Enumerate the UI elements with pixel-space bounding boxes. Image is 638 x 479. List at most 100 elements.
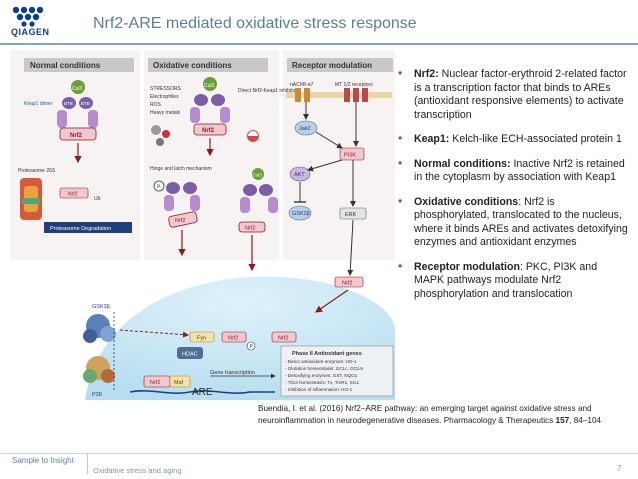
svg-text:Cul3: Cul3: [72, 86, 83, 92]
qiagen-logo: [8, 4, 52, 40]
footer-section: Oxidative stress and aging: [93, 466, 182, 475]
nrf2-pathway-figure: Normal conditions Oxidative conditions R…: [10, 50, 395, 400]
hdac-node: [177, 347, 203, 359]
phase2-gene-item: - Inhibition of inflammation: HO-1: [285, 387, 353, 392]
bullet-dot-icon: •: [398, 155, 403, 170]
svg-text:Fyn: Fyn: [197, 336, 206, 342]
svg-text:Electrophiles: Electrophiles: [150, 94, 179, 100]
footer-tagline: Sample to Insight: [12, 456, 74, 465]
phase2-gene-list: - Direct antioxidant enzymes: HO-1 - Glut…: [285, 359, 364, 392]
gsk3b-label-left: GSK3β: [92, 304, 110, 310]
panel-title-oxidative: Oxidative conditions: [153, 61, 232, 70]
header-bar: [0, 0, 638, 40]
svg-text:Nrf2: Nrf2: [245, 226, 255, 232]
dna-strand: [129, 390, 275, 394]
bullet-normal-conditions: •Normal conditions: Inactive Nrf2 is ret…: [398, 155, 625, 183]
svg-text:Keap1 dimer: Keap1 dimer: [24, 101, 53, 107]
svg-text:STRESSORS: STRESSORS: [150, 86, 182, 92]
svg-text:Nrf2: Nrf2: [70, 133, 83, 139]
svg-text:Maf: Maf: [174, 380, 184, 386]
svg-text:P: P: [157, 185, 161, 191]
bullet-receptor-modulation: •Receptor modulation: PKC, PI3K and MAPK…: [398, 258, 598, 300]
svg-text:Nrf2: Nrf2: [175, 218, 185, 224]
jak2-node: [294, 120, 318, 136]
footer-accent-line: [87, 454, 88, 474]
fyn-node: [189, 331, 215, 343]
erk-node: [339, 207, 367, 220]
svg-text:BTB: BTB: [81, 101, 90, 106]
svg-text:GSK3β: GSK3β: [292, 211, 310, 217]
svg-text:Nrf2: Nrf2: [68, 192, 78, 198]
svg-text:Ub: Ub: [94, 196, 101, 202]
p38-structure: [83, 356, 115, 383]
bullet-dot-icon: •: [398, 66, 403, 80]
bullet-dot-icon: •: [398, 193, 403, 208]
page-number: 7: [617, 464, 622, 473]
svg-text:PI3K: PI3K: [344, 153, 356, 159]
proteasome-degradation-bar: [44, 222, 132, 233]
gene-transcription-label: Gene transcription: [210, 370, 255, 376]
footer-divider: [0, 453, 638, 454]
svg-text:Nrf2: Nrf2: [342, 281, 352, 287]
hinge-complex-2: Cul3 Nrf2: [238, 168, 278, 233]
svg-text:Cul3: Cul3: [253, 173, 263, 178]
receptor-panel-bg: [283, 50, 395, 260]
nachr-label: nAChR-α7: [290, 82, 314, 88]
stressors-box: STRESSORS Electrophiles ROS Heavy metals: [150, 86, 182, 116]
pathway-diagram-svg: Normal conditions Oxidative conditions R…: [10, 50, 395, 400]
svg-text:AKT: AKT: [294, 172, 305, 178]
receptor-membrane: [286, 88, 392, 102]
svg-text:P: P: [250, 344, 254, 350]
bullet-nrf2: •Nrf2: Nuclear factor-erythroid 2-relate…: [398, 66, 627, 121]
page-title: Nrf2-ARE mediated oxidative stress respo…: [93, 15, 417, 32]
panel-title-receptor: Receptor modulation: [292, 61, 372, 70]
nrf2-nuclear-node: [221, 331, 247, 343]
bullet-oxidative-conditions: •Oxidative conditions: Nrf2 is phosphory…: [398, 193, 628, 248]
svg-text:Nrf2: Nrf2: [150, 380, 160, 386]
panel-title-normal: Normal conditions: [30, 61, 101, 70]
panel-header-receptor: [287, 58, 393, 72]
proteasome-image: [20, 178, 42, 220]
svg-text:BTB: BTB: [64, 101, 73, 106]
title-divider: [0, 43, 638, 45]
bullet-keap1: •Keap1: Kelch-like ECH-associated protei…: [398, 131, 622, 145]
bullet-list: •Nrf2: Nuclear factor-erythroid 2-relate…: [398, 66, 630, 312]
svg-text:Nrf2: Nrf2: [278, 336, 288, 342]
svg-text:Nrf2: Nrf2: [202, 128, 215, 134]
svg-text:HDAC: HDAC: [182, 352, 198, 358]
maf-node: [169, 375, 191, 388]
phase2-gene-item: - Detoxifying enzymes: GST, NQO1: [285, 373, 358, 378]
gsk3b-structure: [83, 314, 116, 343]
proteasome-label: Proteasome 26S: [18, 168, 56, 174]
mt12-label: MT 1/2 receptors: [335, 82, 373, 88]
keap1-complex-normal: Cul3 BTB BTB Nrf2 Keap1 dimer: [24, 80, 98, 141]
akt-node: [289, 166, 311, 182]
phase2-gene-item: - Glutation homeostasis: GCLc, GCLm: [285, 366, 364, 371]
svg-text:Cul3: Cul3: [204, 83, 215, 89]
phase2-title: Phase II Antioxidant genes: [292, 351, 362, 357]
svg-text:Nrf2: Nrf2: [228, 336, 238, 342]
panel-header-normal: [24, 58, 134, 72]
hinge-complex: P Nrf2: [153, 180, 200, 228]
are-label: ARE: [192, 387, 213, 398]
p38-label: P38: [92, 392, 102, 398]
phase2-gene-item: - Direct antioxidant enzymes: HO-1: [285, 359, 357, 364]
nrf2-receptor-node: [334, 276, 364, 288]
pi3k-node: [339, 147, 365, 161]
citation: Buendia, I. et al. (2016) Nrf2–ARE pathw…: [258, 404, 602, 425]
phase2-genes-box: [280, 345, 394, 397]
svg-text:Jak2: Jak2: [299, 126, 311, 132]
svg-text:Heavy metals: Heavy metals: [150, 110, 181, 116]
direct-inhibitors-label: Direct Nrf2-Keap1 inhibitors: [238, 88, 300, 94]
bullet-dot-icon: •: [398, 131, 403, 145]
nrf2-receptor-nuclear-node: [271, 331, 297, 343]
phase2-gene-item: - Thiol homeostasis: Tx, TrxR1, Srx1: [285, 380, 360, 385]
keap1-complex-oxidative: Cul3 Nrf2: [190, 77, 230, 136]
svg-text:ERK: ERK: [345, 212, 357, 218]
inhibitor-molecules: [151, 125, 259, 146]
svg-text:ROS: ROS: [150, 102, 162, 108]
logo-text: QIAGEN: [11, 27, 50, 37]
bullet-dot-icon: •: [398, 258, 403, 273]
gsk3b-node: [288, 205, 312, 221]
proteasome-degradation-label: Proteasome Degradation: [50, 226, 111, 232]
